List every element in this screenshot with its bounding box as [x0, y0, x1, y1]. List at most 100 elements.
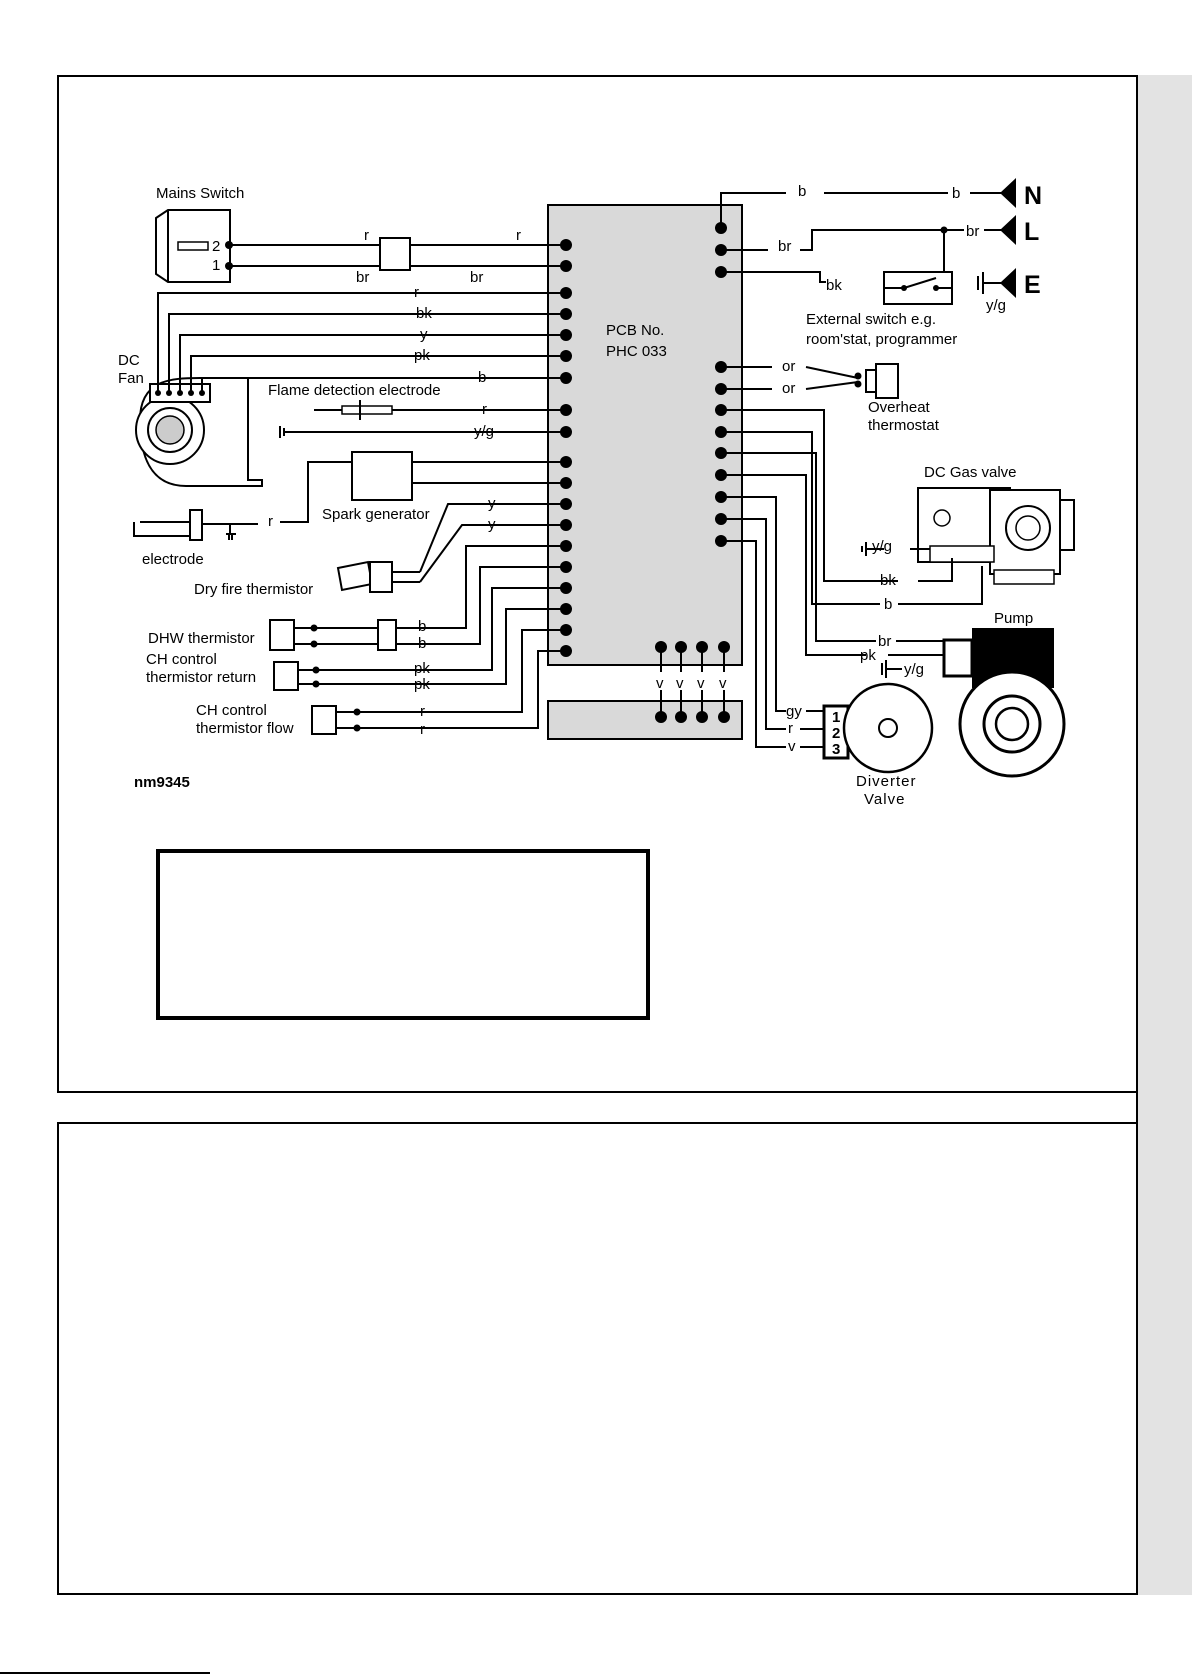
- dc-fan: [135, 377, 263, 487]
- dhw-thermistor: [269, 619, 295, 651]
- wire-label-flame-r: r: [482, 401, 487, 418]
- live-terminal: [1000, 215, 1016, 245]
- wire-label-sw-r-right: r: [516, 227, 521, 244]
- gas-valve-earth-symbol: [861, 542, 884, 556]
- dc-gas-valve: [917, 487, 1075, 585]
- wire-label-oh-or2: or: [782, 380, 795, 397]
- v-label-3: v: [697, 675, 705, 692]
- note-box: [156, 849, 650, 1020]
- neutral-terminal: [1000, 178, 1016, 208]
- wire-label-oh-or1: or: [782, 358, 795, 375]
- wire-label-ext-bk: bk: [826, 277, 842, 294]
- mains-switch-wires: [229, 244, 566, 267]
- wire-label-dry-y2: y: [488, 516, 496, 533]
- ch-flow-label-line1: CH control: [196, 702, 267, 719]
- pcb-sub-board: [547, 700, 743, 740]
- wire-label-dhw-b2: b: [418, 635, 426, 652]
- wire-label-sw-br-left: br: [356, 269, 369, 286]
- mains-terminal-2: 2: [212, 238, 220, 255]
- diverter-wires: [721, 496, 824, 748]
- gas-valve-bk-wire: [721, 409, 953, 582]
- pcb-bottom-terminals: [655, 641, 730, 723]
- ch-return-label-line2: thermistor return: [146, 669, 256, 686]
- flame-detection-label: Flame detection electrode: [268, 382, 441, 399]
- wire-label-chf-r1: r: [420, 703, 425, 720]
- mains-terminal-1: 1: [212, 257, 220, 274]
- fan-wires: [157, 292, 566, 393]
- gas-valve-label: DC Gas valve: [924, 464, 1017, 481]
- wire-label-fan-bk: bk: [416, 305, 432, 322]
- mains-n-label: N: [1024, 182, 1042, 210]
- wire-label-pump-yg: y/g: [904, 661, 924, 678]
- spark-wires: [412, 461, 566, 484]
- dhw-wires: [294, 545, 566, 645]
- earth-terminal: [1000, 268, 1016, 298]
- wire-label-sw-br-right: br: [470, 269, 483, 286]
- pcb-label-line1: PCB No.: [606, 322, 664, 339]
- wire-label-chr-pk1: pk: [414, 660, 430, 677]
- spark-generator-label: Spark generator: [322, 506, 430, 523]
- overheat-label-line2: thermostat: [868, 417, 940, 434]
- dry-fire-label: Dry fire thermistor: [194, 581, 313, 598]
- gas-valve-b-wire: [721, 431, 983, 605]
- diverter-pin-3: 3: [832, 741, 840, 758]
- mains-e-label: E: [1024, 271, 1041, 299]
- dhw-thermistor-label: DHW thermistor: [148, 630, 255, 647]
- electrode-label: electrode: [142, 551, 204, 568]
- spark-lead: [280, 461, 352, 523]
- wire-label-gv-yg: y/g: [872, 538, 892, 555]
- pcb-label-line2: PHC 033: [606, 343, 667, 360]
- pcb-board: [547, 204, 743, 666]
- diagram-frame: [57, 75, 1138, 1093]
- ch-return-wires: [298, 587, 566, 685]
- wire-label-fan-y: y: [420, 326, 428, 343]
- wire-label-chf-r2: r: [420, 721, 425, 738]
- wire-label-n-b1: b: [798, 183, 806, 200]
- ch-flow-wires: [336, 629, 566, 729]
- mains-l-label: L: [1024, 218, 1039, 246]
- diverter-pin-1: 1: [832, 709, 840, 726]
- diagram-id-label: nm9345: [134, 774, 190, 791]
- dc-fan-label-line2: Fan: [118, 370, 144, 387]
- footer-rule: [0, 1672, 210, 1674]
- dhw-connector: [377, 619, 397, 651]
- diverter-label-line2: Valve: [864, 791, 905, 808]
- ch-return-label-line1: CH control: [146, 651, 217, 668]
- wire-label-div-v: v: [788, 738, 796, 755]
- v-label-4: v: [719, 675, 727, 692]
- ch-flow-thermistor: [311, 705, 337, 735]
- wire-label-fan-pk: pk: [414, 347, 430, 364]
- wire-label-l-br2: br: [966, 223, 979, 240]
- dry-fire-wires: [419, 503, 566, 583]
- wire-label-earth-yg: y/g: [474, 423, 494, 440]
- overheat-label-line1: Overheat: [868, 399, 931, 416]
- wire-label-gv-bk: bk: [880, 572, 896, 589]
- live-wire: [721, 229, 1004, 251]
- wire-label-pump-pk: pk: [860, 647, 876, 664]
- pump: [942, 628, 1066, 778]
- earth-wire: [279, 426, 566, 438]
- dry-fire-thermistor: [336, 560, 420, 593]
- wire-label-e-yg: y/g: [986, 297, 1006, 314]
- wire-label-dry-y1: y: [488, 495, 496, 512]
- diverter-pin-2: 2: [832, 725, 840, 742]
- wire-label-l-br1: br: [778, 238, 791, 255]
- wire-label-chr-pk2: pk: [414, 676, 430, 693]
- wire-label-sw-r-left: r: [364, 227, 369, 244]
- diverter-valve: [822, 682, 934, 774]
- dc-fan-label-line1: DC: [118, 352, 140, 369]
- diverter-label-line1: Diverter: [856, 773, 917, 790]
- wire-label-div-r: r: [788, 720, 793, 737]
- neutral-wire: [720, 192, 948, 228]
- v-label-2: v: [676, 675, 684, 692]
- external-switch-label-line2: room'stat, programmer: [806, 331, 957, 348]
- spark-generator: [351, 451, 413, 501]
- flame-electrode: [314, 400, 428, 420]
- external-switch-label-line1: External switch e.g.: [806, 311, 936, 328]
- ch-return-thermistor: [273, 661, 299, 691]
- empty-frame: [57, 1122, 1138, 1595]
- mains-switch: [155, 209, 233, 283]
- v-label-1: v: [656, 675, 664, 692]
- wire-label-div-gy: gy: [786, 703, 802, 720]
